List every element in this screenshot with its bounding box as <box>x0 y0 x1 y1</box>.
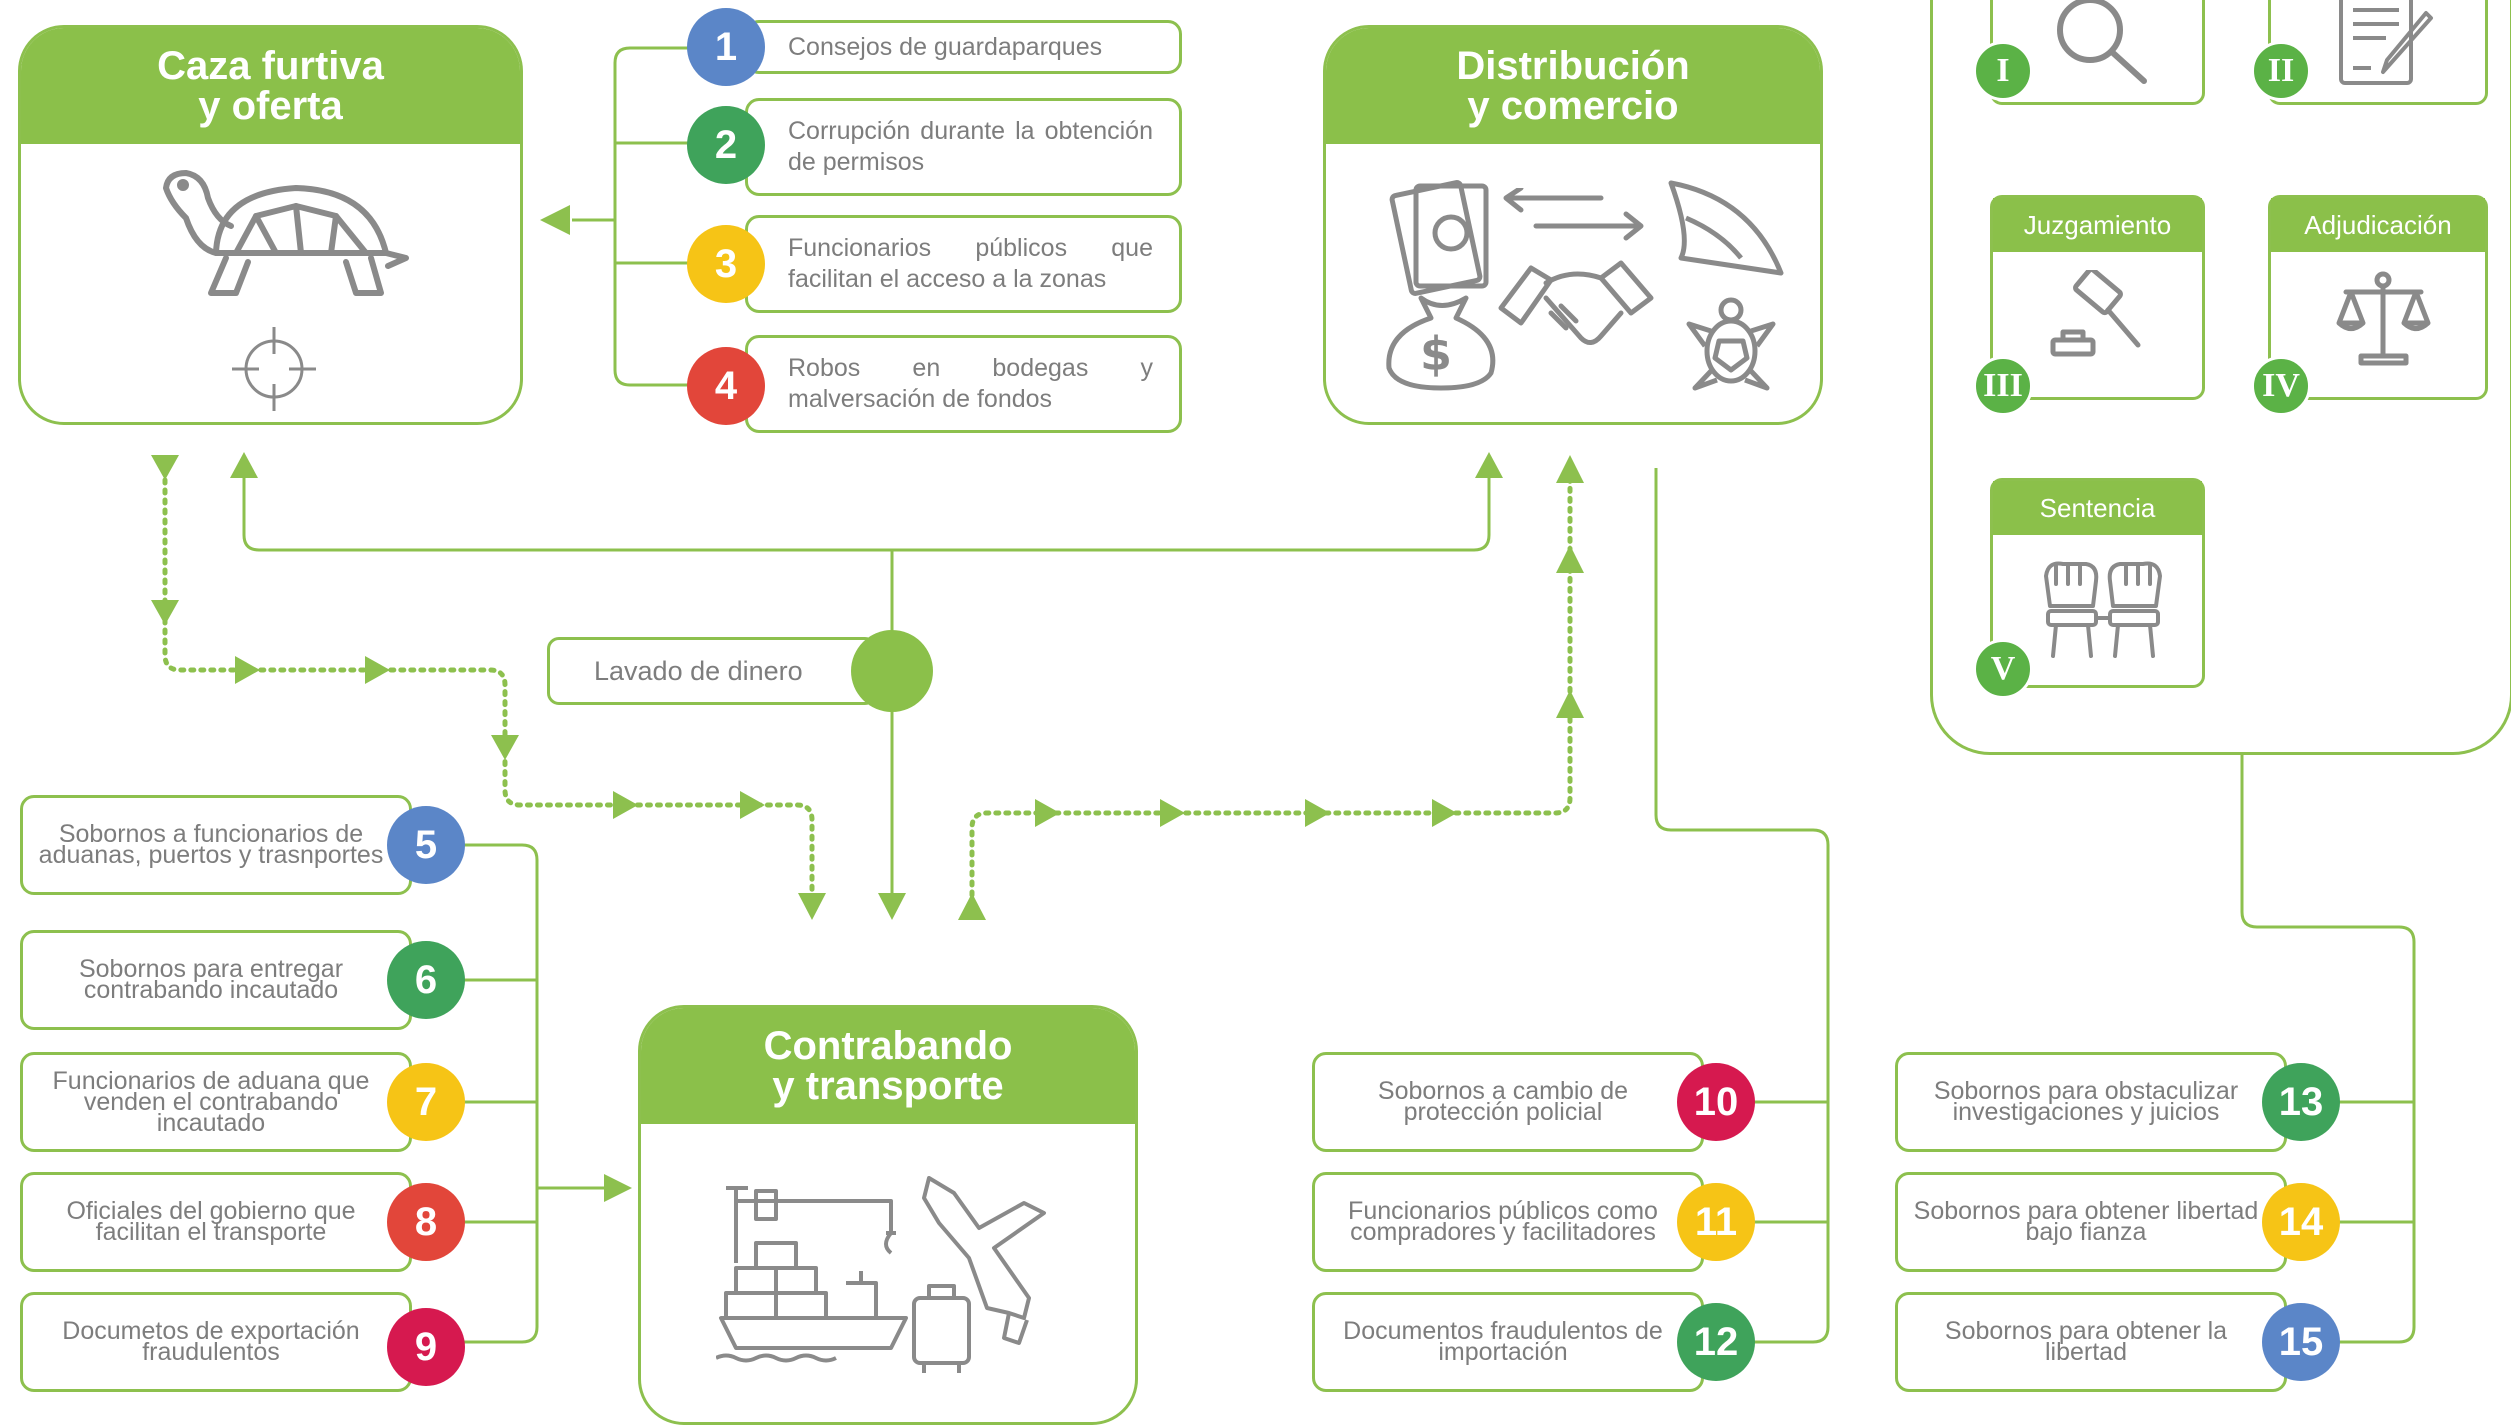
item-text: Funcionarios públicos que facilitan el a… <box>788 234 1153 293</box>
number-badge: 1 <box>687 8 765 86</box>
money-laundering-text: Lavado de dinero <box>594 655 803 686</box>
handcuffed-fists-icon <box>2044 561 2162 658</box>
number-badge: 4 <box>687 347 765 425</box>
magnifier-icon <box>2057 0 2147 84</box>
money-bag-icon: $ <box>1386 180 1496 391</box>
money-laundering-label: Lavado de dinero <box>547 637 877 705</box>
phase-accusation: II <box>2251 0 2488 105</box>
item-text: Funcionarios públicos como compradores y… <box>1348 1197 1658 1246</box>
list-item: Funcionarios públicos como compradores y… <box>1312 1172 1704 1272</box>
scales-icon <box>2336 271 2431 366</box>
number-badge: 5 <box>387 806 465 884</box>
list-item: Sobornos a cambio de protección policial <box>1312 1052 1704 1152</box>
phase-title: Juzgamiento <box>1993 198 2202 252</box>
number-badge: 8 <box>387 1183 465 1261</box>
list-item: Sobornos a funcionarios de aduanas, puer… <box>20 795 412 895</box>
list-item: Corrupción durante la obtención de permi… <box>745 98 1182 196</box>
phase-title: Sentencia <box>1993 481 2202 535</box>
number-badge: 3 <box>687 225 765 303</box>
list-item: Sobornos para obtener la libertad <box>1895 1292 2287 1392</box>
crosshair-icon <box>232 327 316 411</box>
phase-title: Adjudicación <box>2271 198 2485 252</box>
airplane-luggage-icon <box>912 1176 1046 1373</box>
item-text: Consejos de guardaparques <box>788 32 1103 61</box>
number-badge: 11 <box>1677 1183 1755 1261</box>
stage-distribution-title-line1: Distribución <box>1456 44 1690 88</box>
stage-poaching-title-line1: Caza furtiva <box>157 44 384 88</box>
number-badge: 9 <box>387 1308 465 1386</box>
number-badge: 12 <box>1677 1303 1755 1381</box>
number-badge: 13 <box>2262 1063 2340 1141</box>
item-text: Sobornos a funcionarios de aduanas, puer… <box>38 820 384 869</box>
phase-sentence: Sentencia V <box>1973 478 2205 699</box>
item-text: Sobornos para obstaculizar investigacion… <box>1933 1077 2239 1126</box>
number-badge: 6 <box>387 941 465 1019</box>
turtle-icon <box>163 170 409 296</box>
list-item: Documetos de exportación fraudulentos <box>20 1292 412 1392</box>
item-text: Sobornos para obtener libertad bajo fian… <box>1913 1197 2259 1246</box>
list-item: Documentos fraudulentos de importación <box>1312 1292 1704 1392</box>
phase-numeral: I <box>1973 41 2033 101</box>
phase-judgment: Juzgamiento III <box>1973 195 2205 416</box>
phase-numeral: III <box>1973 356 2033 416</box>
number-badge: 7 <box>387 1063 465 1141</box>
money-laundering-node <box>851 630 933 712</box>
number-badge: 2 <box>687 106 765 184</box>
phase-numeral: IV <box>2251 356 2311 416</box>
shark-fin-icon <box>1668 180 1784 276</box>
number-badge: 14 <box>2262 1183 2340 1261</box>
gavel-icon <box>2050 270 2141 357</box>
list-item: Sobornos para obtener libertad bajo fian… <box>1895 1172 2287 1272</box>
number-badge: 15 <box>2262 1303 2340 1381</box>
stage-smuggling-title-line2: y transporte <box>772 1064 1004 1108</box>
phase-numeral: V <box>1973 639 2033 699</box>
list-item: Robos en bodegas y malversación de fondo… <box>745 335 1182 433</box>
sea-turtle-icon <box>1686 297 1776 391</box>
stage-smuggling-title-line1: Contrabando <box>763 1024 1013 1068</box>
list-item: Funcionarios públicos que facilitan el a… <box>745 215 1182 313</box>
number-badge: 10 <box>1677 1063 1755 1141</box>
cargo-ship-crane-icon <box>716 1186 908 1363</box>
document-pen-icon <box>2339 0 2433 85</box>
item-text: Sobornos para entregar contrabando incau… <box>78 955 344 1004</box>
phase-adjudication: Adjudicación IV <box>2251 195 2488 416</box>
stage-poaching-title-line2: y oferta <box>198 84 343 128</box>
handshake-exchange-icon <box>1498 188 1654 345</box>
item-text: Sobornos a cambio de protección policial <box>1377 1077 1629 1126</box>
svg-text:$: $ <box>1420 327 1452 381</box>
item-text: Robos en bodegas y malversación de fondo… <box>788 354 1153 413</box>
item-text: Documentos fraudulentos de importación <box>1343 1317 1663 1366</box>
item-text: Sobornos para obtener la libertad <box>1944 1317 2228 1366</box>
phase-investigation: I <box>1973 0 2205 105</box>
item-text: Oficiales del gobierno que facilitan el … <box>66 1197 356 1246</box>
phase-numeral: II <box>2251 41 2311 101</box>
item-text: Corrupción durante la obtención de permi… <box>788 117 1153 176</box>
list-item: Funcionarios de aduana que venden el con… <box>20 1052 412 1152</box>
item-text: Documetos de exportación fraudulentos <box>62 1317 360 1366</box>
stage-distribution-title-line2: y comercio <box>1467 84 1679 128</box>
item-text: Funcionarios de aduana que venden el con… <box>52 1066 370 1137</box>
list-item: Sobornos para obstaculizar investigacion… <box>1895 1052 2287 1152</box>
list-item: Sobornos para entregar contrabando incau… <box>20 930 412 1030</box>
list-item: Consejos de guardaparques <box>745 20 1182 74</box>
list-item: Oficiales del gobierno que facilitan el … <box>20 1172 412 1272</box>
